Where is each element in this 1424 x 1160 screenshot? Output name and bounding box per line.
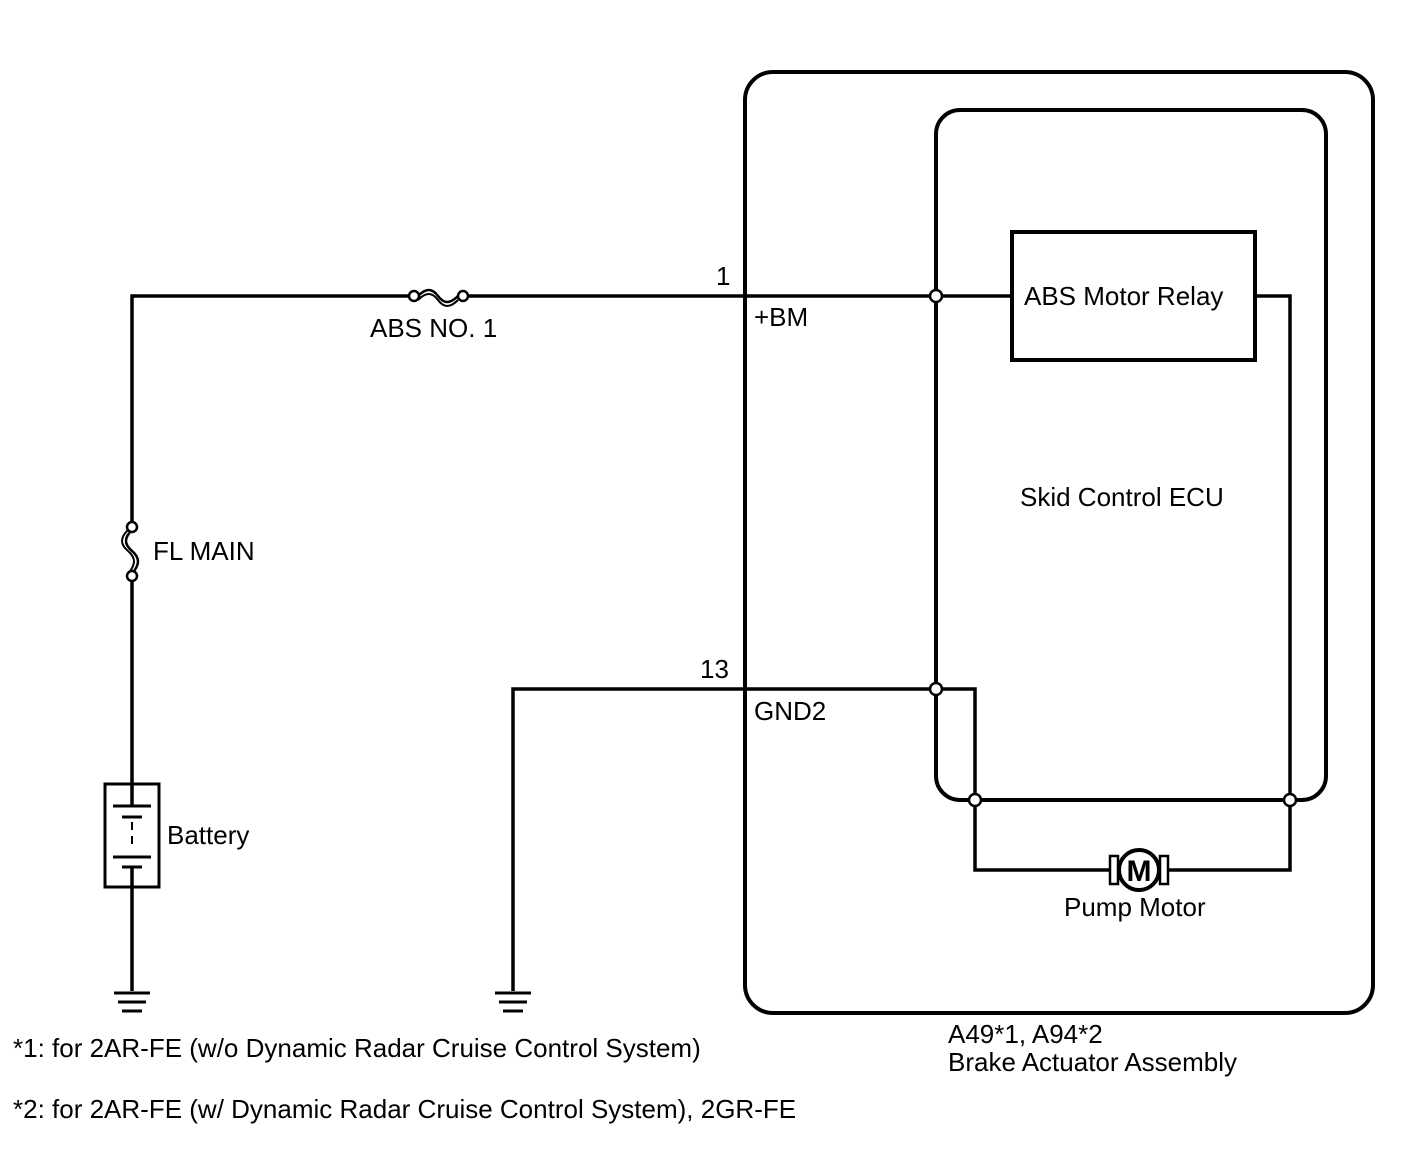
power-wire bbox=[130, 294, 414, 991]
bm-connection-node bbox=[928, 288, 944, 304]
pump-motor-icon: M bbox=[1108, 848, 1170, 892]
pin-bm-name: +BM bbox=[754, 302, 808, 332]
ground-icon bbox=[495, 991, 531, 1013]
relay-output-wire bbox=[1163, 294, 1292, 872]
fuse-main-label: FL MAIN bbox=[153, 536, 255, 566]
gnd2-wire bbox=[511, 687, 1115, 991]
pin-bm-number: 1 bbox=[716, 261, 730, 291]
assembly-name: Brake Actuator Assembly bbox=[948, 1047, 1237, 1077]
fl-main-fuse-icon bbox=[121, 520, 140, 583]
footnote-2: *2: for 2AR-FE (w/ Dynamic Radar Cruise … bbox=[13, 1094, 796, 1124]
assembly-code: A49*1, A94*2 bbox=[948, 1019, 1103, 1049]
motor-label: Pump Motor bbox=[1064, 892, 1206, 922]
skid-control-ecu-box bbox=[934, 108, 1328, 802]
gnd2-connection-node bbox=[928, 681, 944, 697]
ground-icon bbox=[114, 991, 150, 1013]
fuse-abs-label: ABS NO. 1 bbox=[370, 313, 497, 343]
motor-power-node bbox=[1282, 792, 1298, 808]
ecu-label: Skid Control ECU bbox=[1020, 482, 1224, 512]
relay-label: ABS Motor Relay bbox=[1024, 281, 1223, 311]
motor-symbol: M bbox=[1127, 855, 1152, 888]
battery-icon bbox=[103, 782, 161, 889]
brake-actuator-assembly-box bbox=[743, 70, 1375, 1015]
footnote-1: *1: for 2AR-FE (w/o Dynamic Radar Cruise… bbox=[13, 1033, 701, 1063]
abs-no1-fuse-icon bbox=[407, 288, 470, 307]
pin-gnd-name: GND2 bbox=[754, 696, 826, 726]
pin-gnd-number: 13 bbox=[700, 654, 729, 684]
motor-gnd-node bbox=[967, 792, 983, 808]
battery-label: Battery bbox=[167, 820, 249, 850]
